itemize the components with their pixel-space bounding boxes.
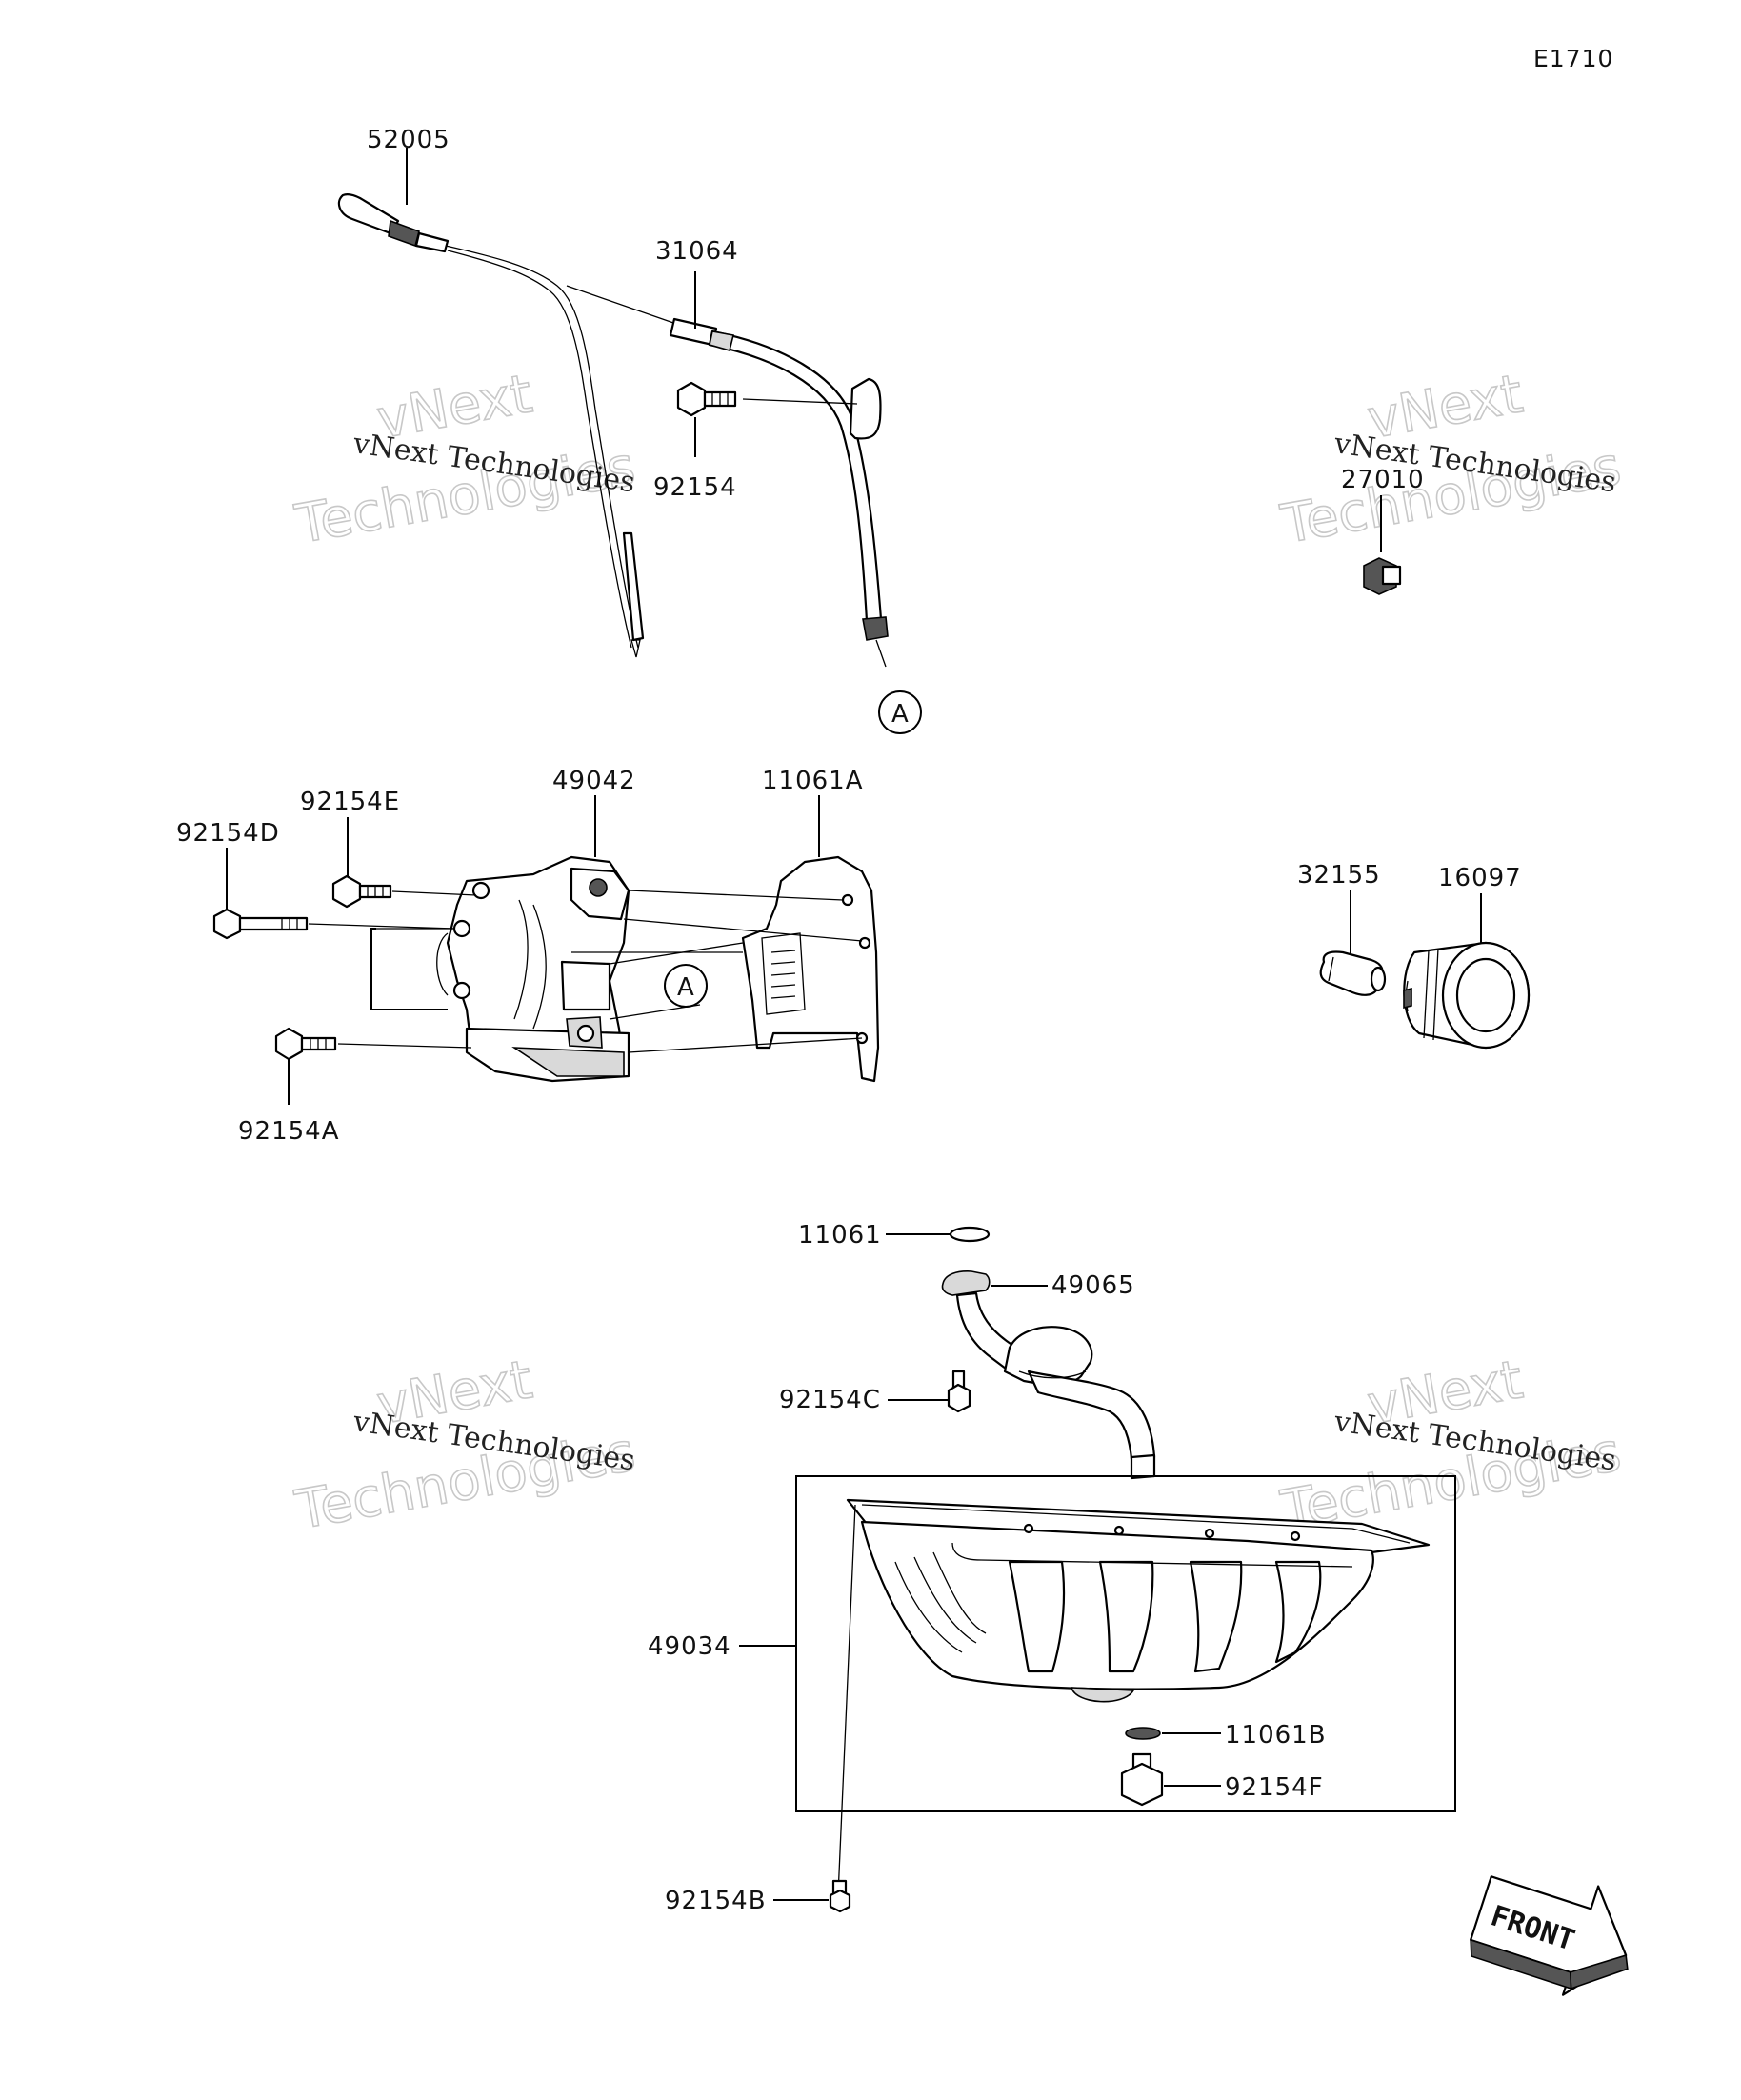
label-11061: 11061 [798,1221,882,1250]
label-92154B: 92154B [665,1887,767,1915]
watermark-bottom-left: vNext Technologies vNext Technologies [290,1349,640,1543]
bolt-92154D-part [212,908,456,940]
label-92154C: 92154C [779,1386,881,1414]
gasket-11061-part [949,1226,991,1243]
label-16097: 16097 [1438,864,1522,892]
label-49042: 49042 [552,767,636,795]
dipstick-part [337,193,645,658]
watermark-top-left: vNext Technologies vNext Technologies [290,363,640,557]
bracket-line [370,928,448,1010]
label-92154D: 92154D [176,819,280,848]
reference-mark-label: A [891,700,909,729]
label-92154F: 92154F [1225,1773,1324,1802]
label-32155: 32155 [1297,861,1381,890]
watermark-top-right: vNext Technologies vNext Technologies [1275,363,1626,557]
label-11061B: 11061B [1225,1721,1327,1750]
watermark-bottom-right: vNext Technologies vNext Technologies [1275,1349,1626,1543]
oil-filter-16097-part [1403,941,1531,1050]
label-27010: 27010 [1341,466,1425,494]
oil-pump-part [436,855,630,1083]
label-92154A: 92154A [238,1117,340,1146]
reference-mark-label: A [677,973,694,1002]
pump-gasket-part [741,855,880,1083]
bolt-92154-part [676,381,858,417]
label-92154: 92154 [653,473,737,502]
front-direction-arrow: FRONT [1470,1875,1629,1996]
align-line [628,1037,863,1053]
pipe-32155-part [1319,950,1387,996]
diagram-code: E1710 [1533,45,1613,72]
washer-11061B-part [1125,1727,1161,1740]
oil-pan-49034-part [837,1498,1431,1896]
oil-pan-frame [795,1475,1456,1812]
dipstick-tube-part [566,285,889,668]
label-92154E: 92154E [300,788,400,816]
label-49065: 49065 [1051,1271,1135,1300]
reference-leader [609,1004,701,1020]
label-49034: 49034 [648,1632,731,1661]
bolt-92154C-part [947,1370,971,1413]
align-line [628,890,844,901]
label-31064: 31064 [655,237,739,266]
label-11061A: 11061A [762,767,864,795]
label-52005: 52005 [367,126,450,154]
align-line [609,942,744,965]
align-line [623,918,863,942]
bolt-92154A-part [274,1027,472,1061]
strainer-49065-part [941,1270,1156,1480]
reference-mark-a [878,690,922,734]
plug-27010-part [1363,557,1402,595]
bolt-92154B-part [829,1879,851,1913]
bolt-92154E-part [331,874,477,909]
drain-bolt-92154F-part [1120,1752,1164,1807]
